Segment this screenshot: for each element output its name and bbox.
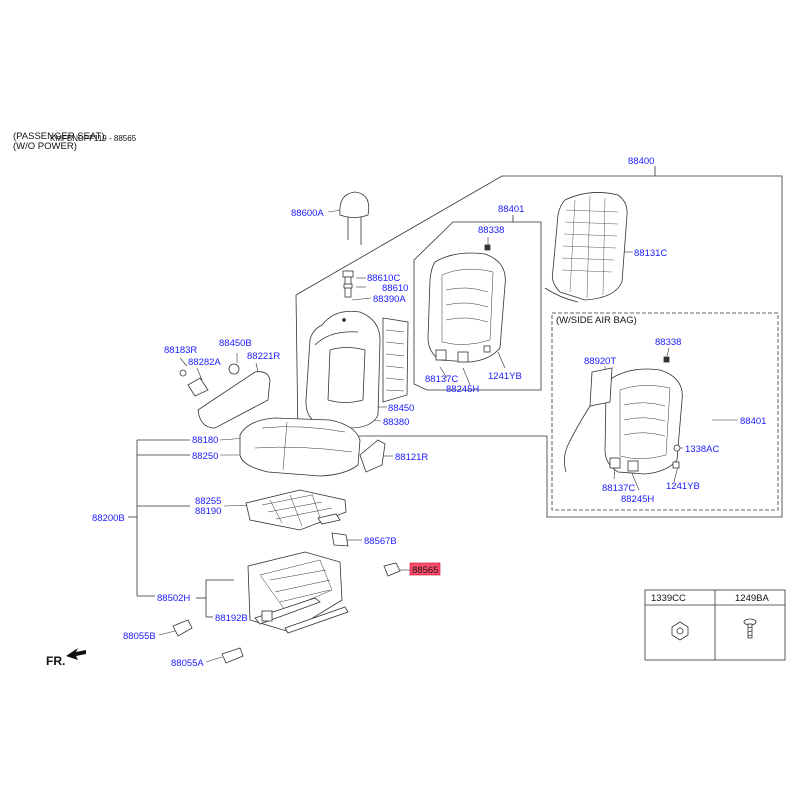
label-88245H-lower[interactable]: 88245H — [621, 494, 654, 505]
front-direction-marker: FR. — [46, 648, 86, 668]
label-88190[interactable]: 88190 — [195, 506, 221, 517]
back-cover-88131C-illustration[interactable] — [544, 192, 628, 303]
diagram-code: KMFBNDPF119 - 88565 — [50, 134, 137, 143]
label-88183R[interactable]: 88183R — [164, 345, 197, 356]
seatback-cushion-illustration[interactable] — [305, 310, 381, 429]
label-1338AC[interactable]: 1338AC — [685, 444, 719, 455]
label-88137C-upper[interactable]: 88137C — [425, 374, 458, 385]
fr-label: FR. — [46, 654, 65, 668]
label-88610[interactable]: 88610 — [382, 283, 408, 294]
side-trim-88121R-illustration[interactable] — [359, 439, 386, 473]
headrest-illustration[interactable] — [339, 191, 370, 245]
label-88282A[interactable]: 88282A — [188, 357, 221, 368]
seat-track-illustration[interactable] — [247, 551, 349, 634]
track-cover-illustration[interactable] — [172, 619, 244, 664]
label-88055B[interactable]: 88055B — [123, 631, 156, 642]
label-88450B[interactable]: 88450B — [219, 338, 252, 349]
label-88380[interactable]: 88380 — [383, 417, 409, 428]
label-88245H-upper[interactable]: 88245H — [446, 384, 479, 395]
label-88920T[interactable]: 88920T — [584, 356, 616, 367]
header-passenger-seat: (PASSENGER SEAT) — [13, 131, 105, 142]
clip-88565-illustration[interactable] — [383, 562, 401, 577]
front-arrow-icon — [66, 648, 86, 660]
recliner-cover-illustration[interactable] — [179, 363, 271, 429]
label-88600A[interactable]: 88600A — [291, 208, 324, 219]
label-88137C-lower[interactable]: 88137C — [602, 483, 635, 494]
label-88502H[interactable]: 88502H — [157, 593, 190, 604]
label-88450[interactable]: 88450 — [388, 403, 414, 414]
seatback-pad-illustration[interactable] — [382, 317, 409, 403]
label-88055A[interactable]: 88055A — [171, 658, 204, 669]
screw-icon — [743, 618, 757, 639]
frame-lines — [128, 166, 783, 618]
label-88338-lower[interactable]: 88338 — [655, 337, 681, 348]
fastener-1339CC-header: 1339CC — [651, 593, 686, 604]
highlight-88565 — [409, 562, 441, 576]
backrest-frame-sab-illustration[interactable] — [564, 356, 683, 475]
label-88255[interactable]: 88255 — [195, 496, 221, 507]
cushion-pan-illustration[interactable] — [245, 489, 347, 531]
header-wo-power: (W/O POWER) — [13, 141, 77, 152]
label-88567B[interactable]: 88567B — [364, 536, 397, 547]
nut-icon — [671, 621, 689, 641]
label-88390A[interactable]: 88390A — [373, 294, 406, 305]
label-88221R[interactable]: 88221R — [247, 351, 280, 362]
label-1241YB-lower[interactable]: 1241YB — [666, 481, 700, 492]
label-88131C[interactable]: 88131C — [634, 248, 667, 259]
label-88338-upper[interactable]: 88338 — [478, 225, 504, 236]
label-88121R[interactable]: 88121R — [395, 452, 428, 463]
seat-cushion-illustration[interactable] — [239, 417, 361, 477]
backrest-frame-88401-illustration[interactable] — [427, 244, 506, 363]
label-88610C[interactable]: 88610C — [367, 273, 400, 284]
label-88192B[interactable]: 88192B — [215, 613, 248, 624]
fastener-1249BA-header: 1249BA — [735, 593, 769, 604]
label-side-air-bag: (W/SIDE AIR BAG) — [556, 315, 637, 326]
bolt-88610-illustration[interactable] — [342, 270, 354, 298]
label-88250[interactable]: 88250 — [192, 451, 218, 462]
label-88200B[interactable]: 88200B — [92, 513, 125, 524]
label-88180[interactable]: 88180 — [192, 435, 218, 446]
part-labels: 88400 88401 88338 88131C 88600A 88610C 8… — [92, 156, 766, 669]
label-88401-lower[interactable]: 88401 — [740, 416, 766, 427]
label-1241YB-upper[interactable]: 1241YB — [488, 371, 522, 382]
label-88565[interactable]: 88565 — [412, 565, 438, 576]
fastener-table: 1339CC 1249BA — [644, 589, 786, 661]
label-88400[interactable]: 88400 — [628, 156, 654, 167]
label-88401-upper[interactable]: 88401 — [498, 204, 524, 215]
clip-88567B-illustration[interactable] — [331, 532, 349, 547]
